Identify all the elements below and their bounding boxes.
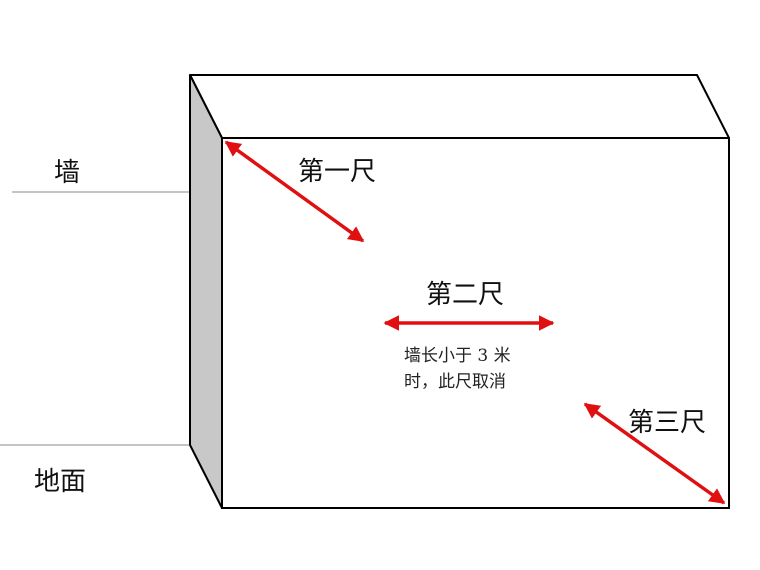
ground-label: 地面 bbox=[34, 467, 86, 497]
ruler-2-label: 第二尺 bbox=[426, 280, 504, 310]
ruler-1-label: 第一尺 bbox=[298, 157, 376, 187]
wall-top-face bbox=[189, 74, 730, 139]
ruler-3-arrow bbox=[583, 402, 726, 505]
wall-label: 墙 bbox=[54, 158, 80, 188]
ruler-2-note-line-1: 墙长小于 3 米 bbox=[404, 346, 511, 366]
ruler-1-arrow bbox=[224, 140, 365, 243]
ruler-3-label: 第三尺 bbox=[628, 408, 706, 438]
ruler-2-note-line-2: 时，此尺取消 bbox=[404, 372, 506, 392]
wall-side-face bbox=[189, 74, 223, 509]
